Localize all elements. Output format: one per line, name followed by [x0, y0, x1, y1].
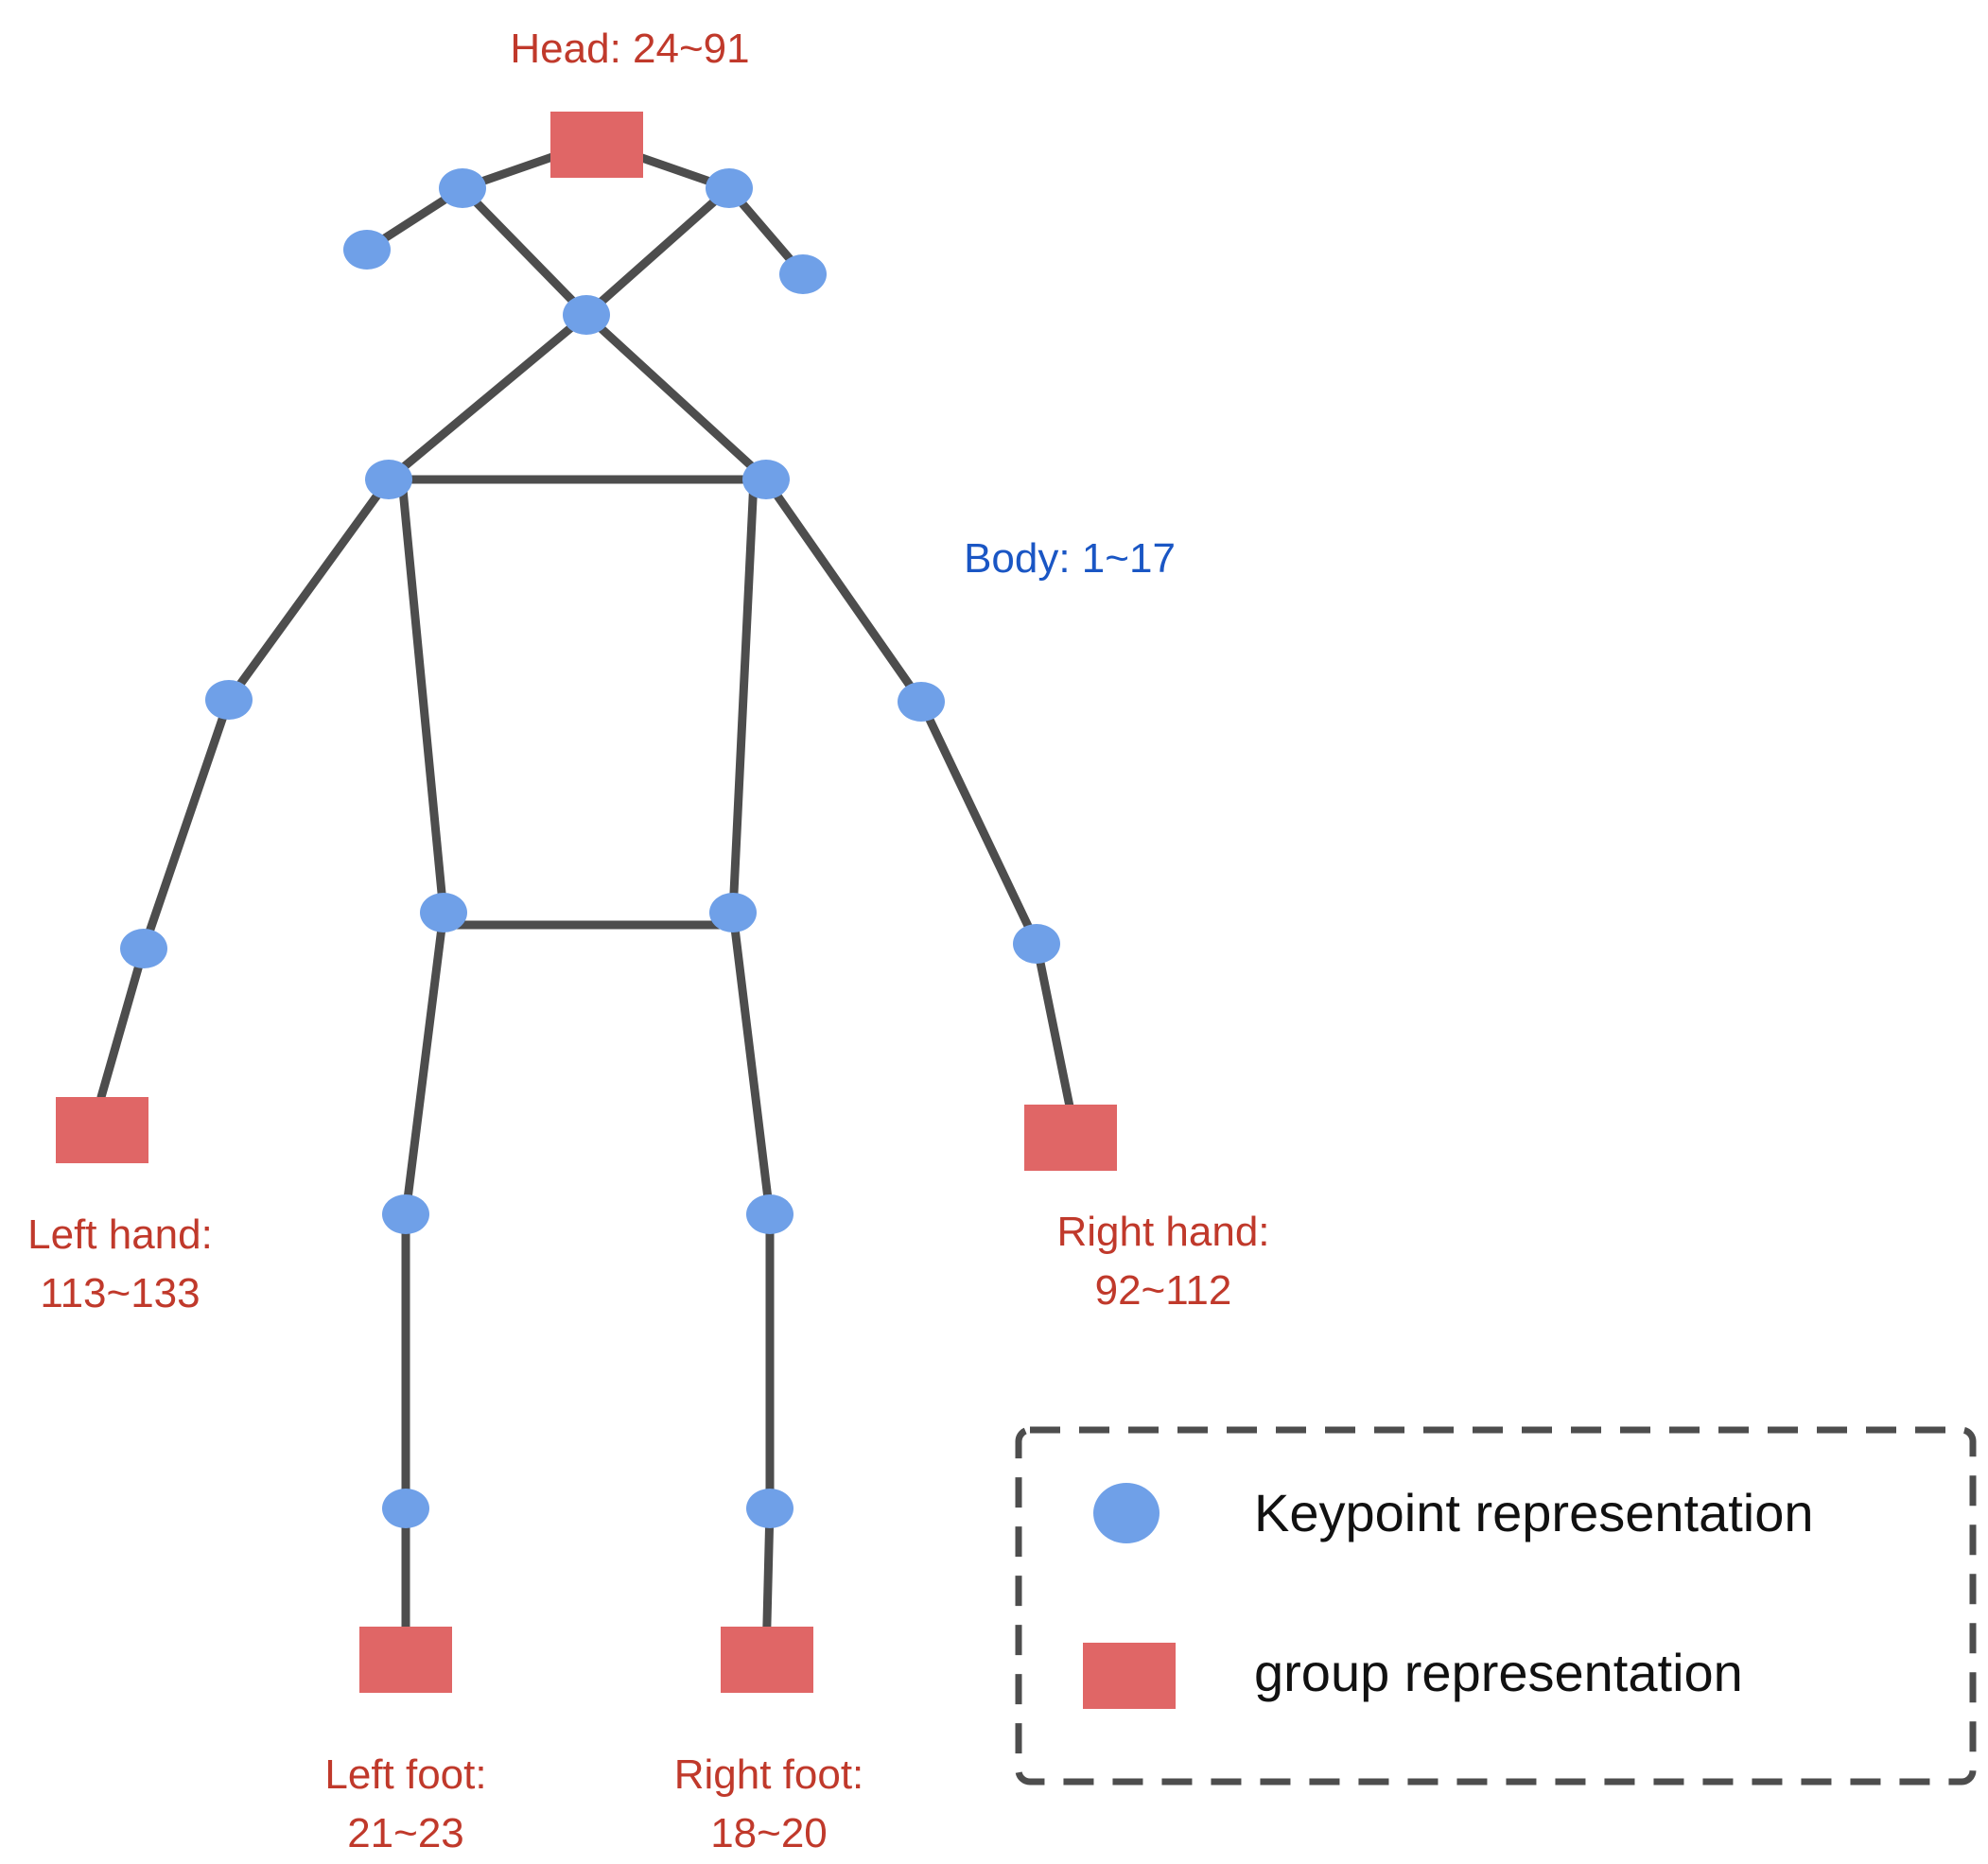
skeleton-bones — [96, 137, 1074, 1664]
left-foot-group-node — [359, 1627, 452, 1693]
keypoint-left-ear — [439, 168, 486, 208]
bone-rwrist-rhand — [1032, 939, 1074, 1111]
legend: Keypoint representation group representa… — [1015, 1426, 1977, 1786]
left-foot-label-line1: Left foot: — [324, 1751, 486, 1798]
keypoint-right-knee — [746, 1194, 793, 1234]
keypoint-right-elbow — [898, 682, 945, 722]
left-foot-label-line2: 21~23 — [347, 1810, 464, 1856]
keypoint-right-shoulder — [742, 460, 790, 499]
legend-border — [1015, 1426, 1977, 1786]
bone-rshoulder-rhip — [728, 475, 759, 917]
keypoint-left-hip — [420, 893, 467, 932]
bone-neck-lshoulder — [384, 310, 591, 484]
keypoint-right-hip — [709, 893, 757, 932]
bone-lelbow-lwrist — [139, 695, 234, 953]
keypoint-left-eye — [343, 230, 391, 270]
group-nodes — [56, 112, 1117, 1693]
left-hand-group-node — [56, 1097, 148, 1163]
bone-lwrist-lhand — [96, 944, 148, 1102]
head-label: Head: 24~91 — [510, 26, 749, 72]
legend-keypoint-swatch — [1093, 1483, 1160, 1543]
body-label: Body: 1~17 — [964, 535, 1176, 582]
keypoint-left-elbow — [205, 680, 253, 720]
bone-rhip-rknee — [728, 908, 775, 1219]
legend-group-swatch — [1083, 1643, 1176, 1709]
keypoint-right-wrist — [1013, 924, 1060, 964]
keypoint-right-ankle — [746, 1489, 793, 1528]
keypoint-right-ear — [706, 168, 753, 208]
right-hand-label-line1: Right hand: — [1056, 1209, 1269, 1255]
keypoint-nodes — [120, 168, 1060, 1528]
group-labels: Head: 24~91 Body: 1~17 Left hand: 113~13… — [27, 26, 1269, 1856]
bone-neck-rshoulder — [582, 310, 771, 484]
bone-lear-neck — [458, 183, 591, 320]
right-hand-label-line2: 92~112 — [1095, 1267, 1232, 1314]
bone-lshoulder-lhip — [397, 475, 448, 917]
right-hand-group-node — [1024, 1105, 1117, 1171]
bone-rshoulder-relbow — [761, 475, 926, 706]
left-hand-label-line2: 113~133 — [40, 1270, 200, 1316]
right-foot-label-line2: 18~20 — [710, 1810, 828, 1856]
keypoint-left-shoulder — [365, 460, 412, 499]
legend-keypoint-label: Keypoint representation — [1254, 1483, 1814, 1542]
right-foot-label-line1: Right foot: — [674, 1751, 864, 1798]
keypoint-left-knee — [382, 1194, 429, 1234]
keypoint-right-eye — [779, 254, 827, 294]
left-hand-label-line1: Left hand: — [27, 1211, 213, 1258]
legend-group-label: group representation — [1254, 1643, 1743, 1702]
head-group-node — [550, 112, 643, 178]
keypoint-neck — [563, 295, 610, 335]
bone-lhip-lknee — [401, 908, 448, 1219]
keypoint-left-wrist — [120, 929, 167, 968]
bone-relbow-rwrist — [916, 697, 1041, 949]
keypoint-left-ankle — [382, 1489, 429, 1528]
bone-rear-neck — [582, 183, 734, 320]
bone-lshoulder-lelbow — [224, 475, 393, 705]
right-foot-group-node — [721, 1627, 813, 1693]
